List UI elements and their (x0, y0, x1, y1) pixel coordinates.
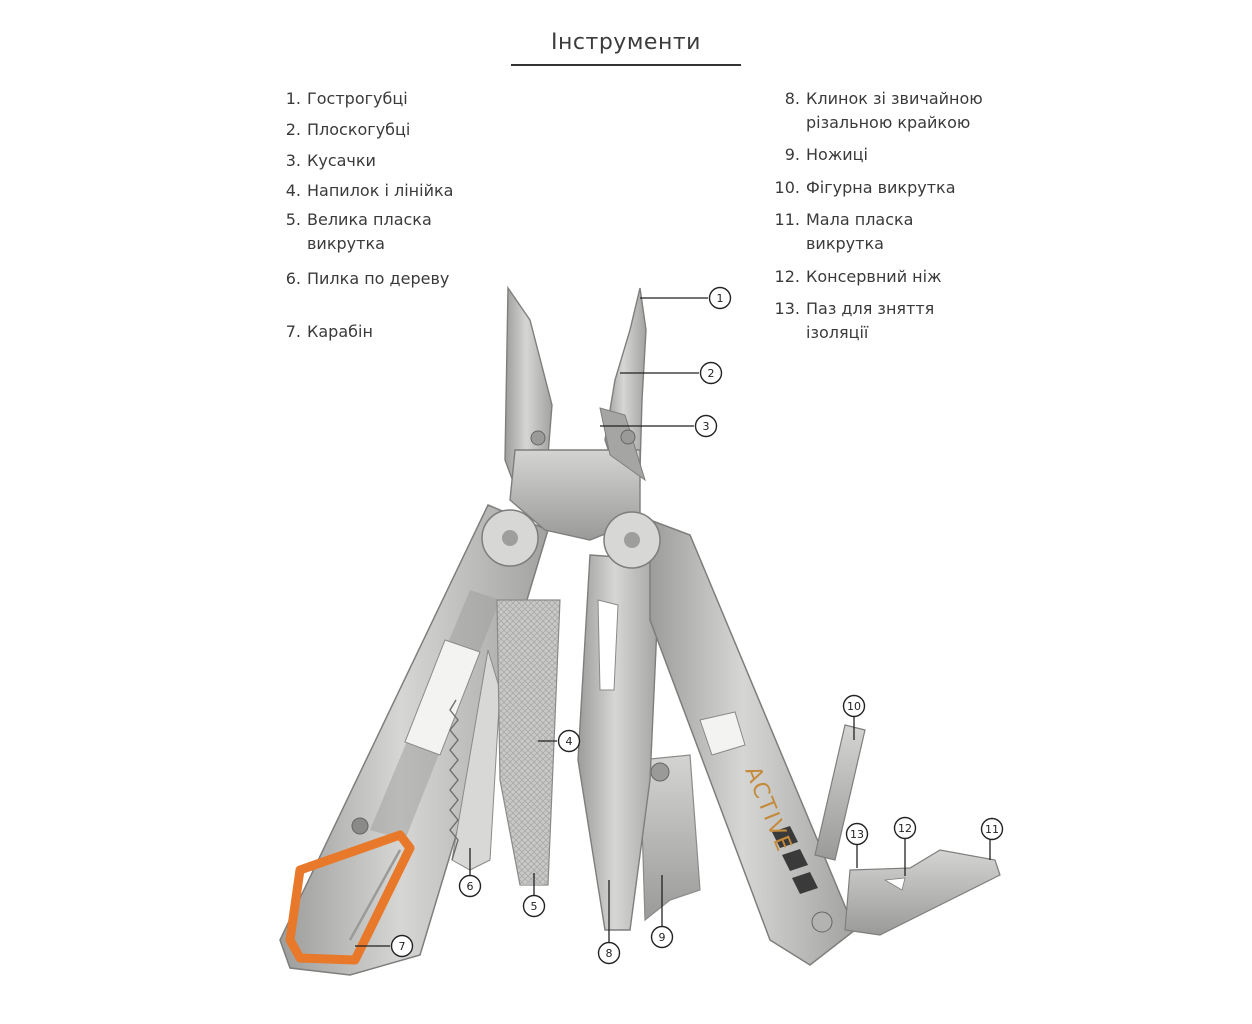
list-item: 1. Гострогубці (283, 87, 408, 111)
callout-10 (842, 694, 866, 718)
pliers-jaws (504, 285, 647, 541)
callout-5 (522, 894, 546, 918)
list-item: 9. Ножиці (772, 143, 868, 167)
list-item-number: 6. (285, 269, 301, 288)
title-underline (511, 64, 741, 66)
list-item: 2. Плоскогубці (283, 118, 411, 142)
callout-1 (708, 286, 732, 310)
list-item-label: Плоскогубці (307, 120, 411, 139)
callout-label: 12 (898, 822, 912, 835)
callout-label: 3 (703, 420, 710, 433)
callout-11 (980, 817, 1004, 841)
callout-label: 2 (708, 367, 715, 380)
title: Інструменти (551, 30, 701, 55)
list-item-line: ізоляції (806, 323, 869, 342)
list-item: 4. Напилок і лінійка (283, 179, 454, 203)
list-item: 13. Паз для зняття ізоляції (772, 297, 935, 345)
callout-label: 4 (566, 735, 573, 748)
list-item: 12. Консервний ніж (772, 265, 942, 289)
callout-label: 8 (606, 947, 613, 960)
list-item-number: 4. (285, 181, 301, 200)
list-item-label: Пилка по дереву (307, 269, 450, 288)
list-item-label: Кусачки (307, 151, 376, 170)
small-tools (814, 724, 1001, 936)
carabiner (285, 830, 415, 965)
callout-2 (699, 361, 723, 385)
pivot-bolts (481, 509, 661, 569)
callout-7 (390, 934, 414, 958)
callout-label: 11 (985, 823, 999, 836)
callout-label: 7 (399, 940, 406, 953)
callout-label: 9 (659, 931, 666, 944)
list-item-number: 13. (774, 299, 800, 318)
list-item-label: Паз для зняття ізоляції (806, 297, 934, 345)
list-item-line: Велика пласка (307, 210, 432, 229)
list-item: 5. Велика пласка викрутка (283, 208, 432, 256)
list-item-number: 7. (285, 322, 301, 341)
list-item-line: Паз для зняття (806, 299, 935, 318)
list-item: 8. Клинок зі звичайною різальною крайкою (772, 87, 983, 135)
file-and-ruler (496, 599, 561, 886)
list-item-label: Клинок зі звичайною різальною крайкою (806, 87, 983, 135)
list-item: 7. Карабін (283, 320, 373, 344)
callout-label: 1 (717, 292, 724, 305)
callout-4 (557, 729, 581, 753)
list-item-number: 3. (285, 151, 301, 170)
knife-blade (577, 554, 661, 931)
callout-label: 13 (850, 828, 864, 841)
scissors (639, 754, 701, 922)
list-item-line: різальною крайкою (806, 113, 971, 132)
list-item-line: викрутка (806, 234, 884, 253)
list-item: 3. Кусачки (283, 149, 376, 173)
list-item-line: викрутка (307, 234, 385, 253)
list-item-number: 5. (285, 210, 301, 229)
callout-label: 10 (847, 700, 861, 713)
callout-leaders (355, 297, 991, 947)
callout-label: 5 (531, 900, 538, 913)
callout-3 (694, 414, 718, 438)
list-item-line: Клинок зі звичайною (806, 89, 983, 108)
right-handle: ACTIVE (649, 518, 856, 966)
list-item-label: Консервний ніж (806, 267, 942, 286)
list-item-line: Мала пласка (806, 210, 914, 229)
list-item-number: 2. (285, 120, 301, 139)
list-item-number: 10. (774, 178, 800, 197)
list-item-label: Фігурна викрутка (806, 178, 956, 197)
callout-8 (597, 941, 621, 965)
callout-6 (458, 874, 482, 898)
list-item: 10. Фігурна викрутка (772, 176, 956, 200)
list-item: 6. Пилка по дереву (283, 267, 450, 291)
list-item-label: Велика пласка викрутка (307, 208, 432, 256)
list-item-number: 8. (784, 89, 800, 108)
callout-label: 6 (467, 880, 474, 893)
list-item-label: Ножиці (806, 145, 868, 164)
list-item-label: Гострогубці (307, 89, 408, 108)
list-item-number: 1. (285, 89, 301, 108)
list-item-label: Напилок і лінійка (307, 181, 454, 200)
list-item-number: 9. (784, 145, 800, 164)
list-item: 11. Мала пласка викрутка (772, 208, 914, 256)
callout-9 (650, 925, 674, 949)
callout-12 (893, 816, 917, 840)
list-item-label: Карабін (307, 322, 373, 341)
list-item-number: 12. (774, 267, 800, 286)
list-item-label: Мала пласка викрутка (806, 208, 913, 256)
list-item-number: 11. (774, 210, 800, 229)
callout-13 (845, 822, 869, 846)
callout-markers: 1 2 3 4 5 6 7 8 9 10 11 12 13 (390, 286, 1004, 965)
